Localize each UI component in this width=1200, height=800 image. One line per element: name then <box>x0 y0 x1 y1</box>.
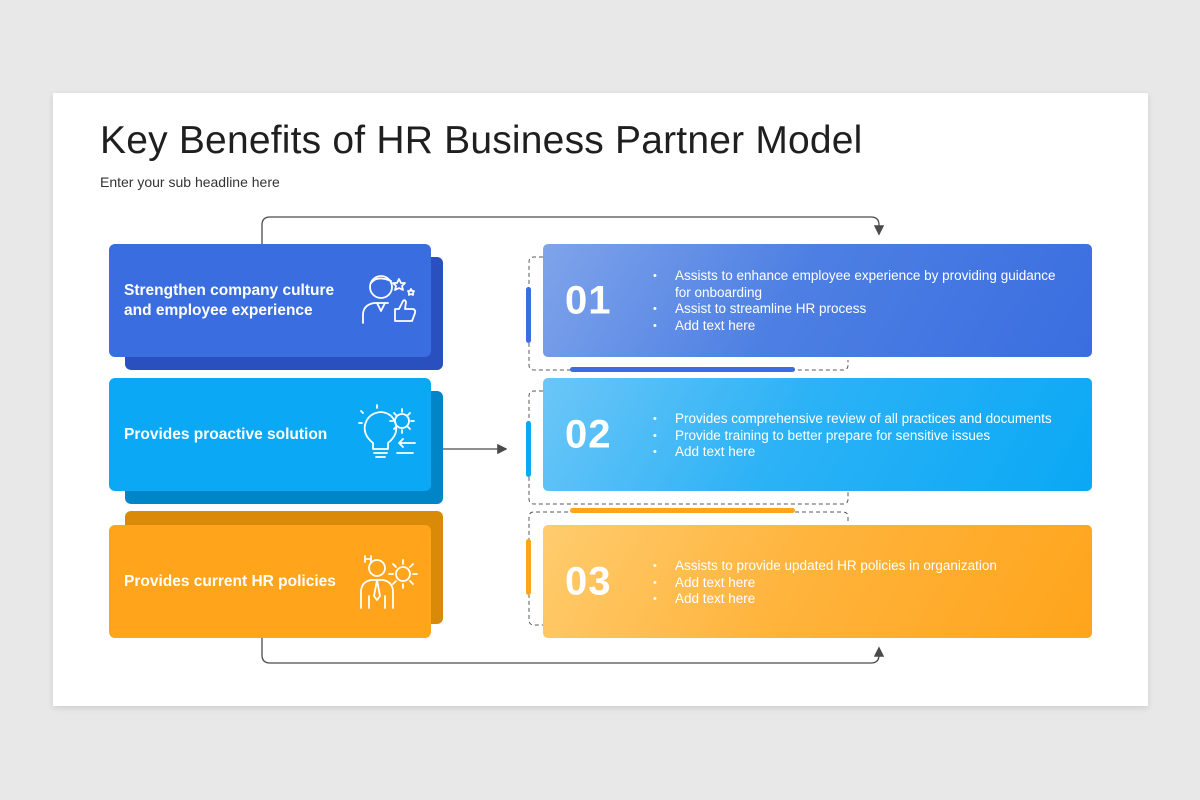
detail-card-02: 02 Provides comprehensive review of all … <box>543 378 1092 491</box>
detail-item: Provide training to better prepare for s… <box>653 428 1073 445</box>
accent-bar <box>526 421 531 477</box>
benefit-label: Strengthen company culture and employee … <box>124 281 335 319</box>
accent-bar <box>526 287 531 343</box>
detail-number: 02 <box>565 412 612 456</box>
benefit-card-culture: Strengthen company culture and employee … <box>109 244 431 357</box>
benefit-label: Provides current HR policies <box>124 572 336 590</box>
detail-item: Assists to provide updated HR policies i… <box>653 558 1073 575</box>
detail-item: Provides comprehensive review of all pra… <box>653 411 1073 428</box>
connector-lines <box>261 216 885 664</box>
detail-item: Assist to streamline HR process <box>653 301 1073 318</box>
accent-bar <box>526 539 531 595</box>
detail-number: 03 <box>565 559 612 603</box>
detail-item: Add text here <box>653 318 1073 335</box>
detail-card-03: 03 Assists to provide updated HR policie… <box>543 525 1092 638</box>
benefit-card-policies: Provides current HR policies <box>109 525 431 638</box>
detail-list: Assists to enhance employee experience b… <box>653 268 1073 334</box>
detail-list: Provides comprehensive review of all pra… <box>653 411 1073 461</box>
accent-bar <box>570 508 795 513</box>
benefit-card-proactive: Provides proactive solution <box>109 378 431 491</box>
detail-item: Assists to enhance employee experience b… <box>653 268 1073 301</box>
detail-number: 01 <box>565 278 612 322</box>
employee-thumbs-up-icon <box>362 275 417 324</box>
detail-item: Add text here <box>653 591 1073 608</box>
benefit-label: Provides proactive solution <box>124 425 328 443</box>
slide: Key Benefits of HR Business Partner Mode… <box>53 93 1148 706</box>
slide-subtitle: Enter your sub headline here <box>100 174 280 190</box>
hr-person-gear-icon <box>360 555 418 609</box>
detail-list: Assists to provide updated HR policies i… <box>653 558 1073 608</box>
detail-item: Add text here <box>653 575 1073 592</box>
detail-item: Add text here <box>653 444 1073 461</box>
slide-title: Key Benefits of HR Business Partner Mode… <box>100 119 863 162</box>
accent-bar <box>570 367 795 372</box>
detail-card-01: 01 Assists to enhance employee experienc… <box>543 244 1092 357</box>
lightbulb-gear-icon <box>358 404 416 458</box>
